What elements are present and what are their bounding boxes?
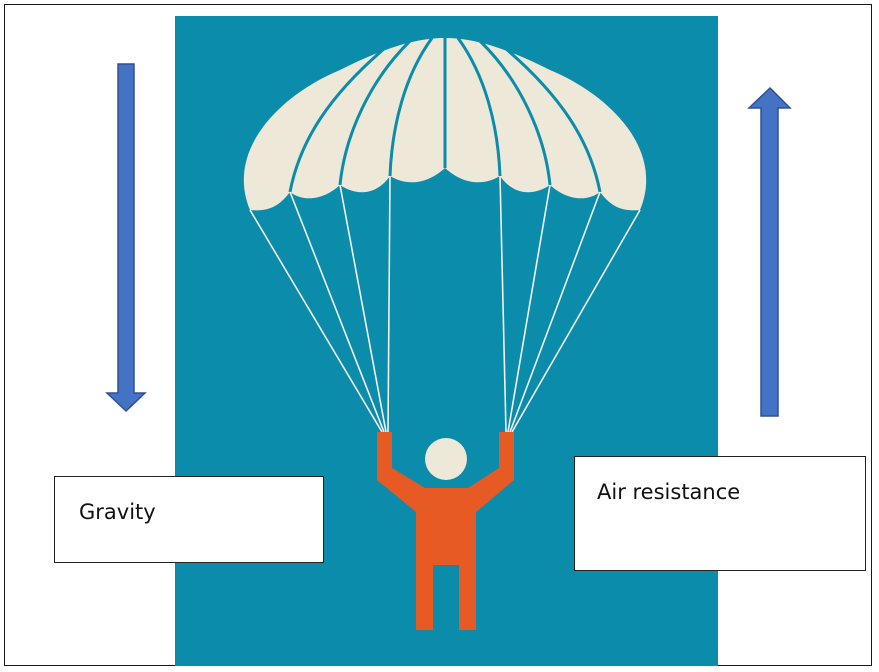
arrow-down-icon	[105, 63, 147, 413]
arrow-up-icon	[747, 86, 792, 417]
parachute-icon	[243, 37, 647, 433]
person-head	[425, 438, 467, 480]
person-icon	[377, 432, 514, 630]
person-body	[377, 432, 514, 630]
canopy-seams	[288, 37, 602, 193]
suspension-lines	[249, 175, 641, 433]
air-resistance-label: Air resistance	[597, 480, 741, 504]
gravity-label: Gravity	[79, 500, 156, 524]
gravity-label-box: Gravity	[54, 476, 324, 563]
air-resistance-label-box: Air resistance	[574, 456, 866, 571]
